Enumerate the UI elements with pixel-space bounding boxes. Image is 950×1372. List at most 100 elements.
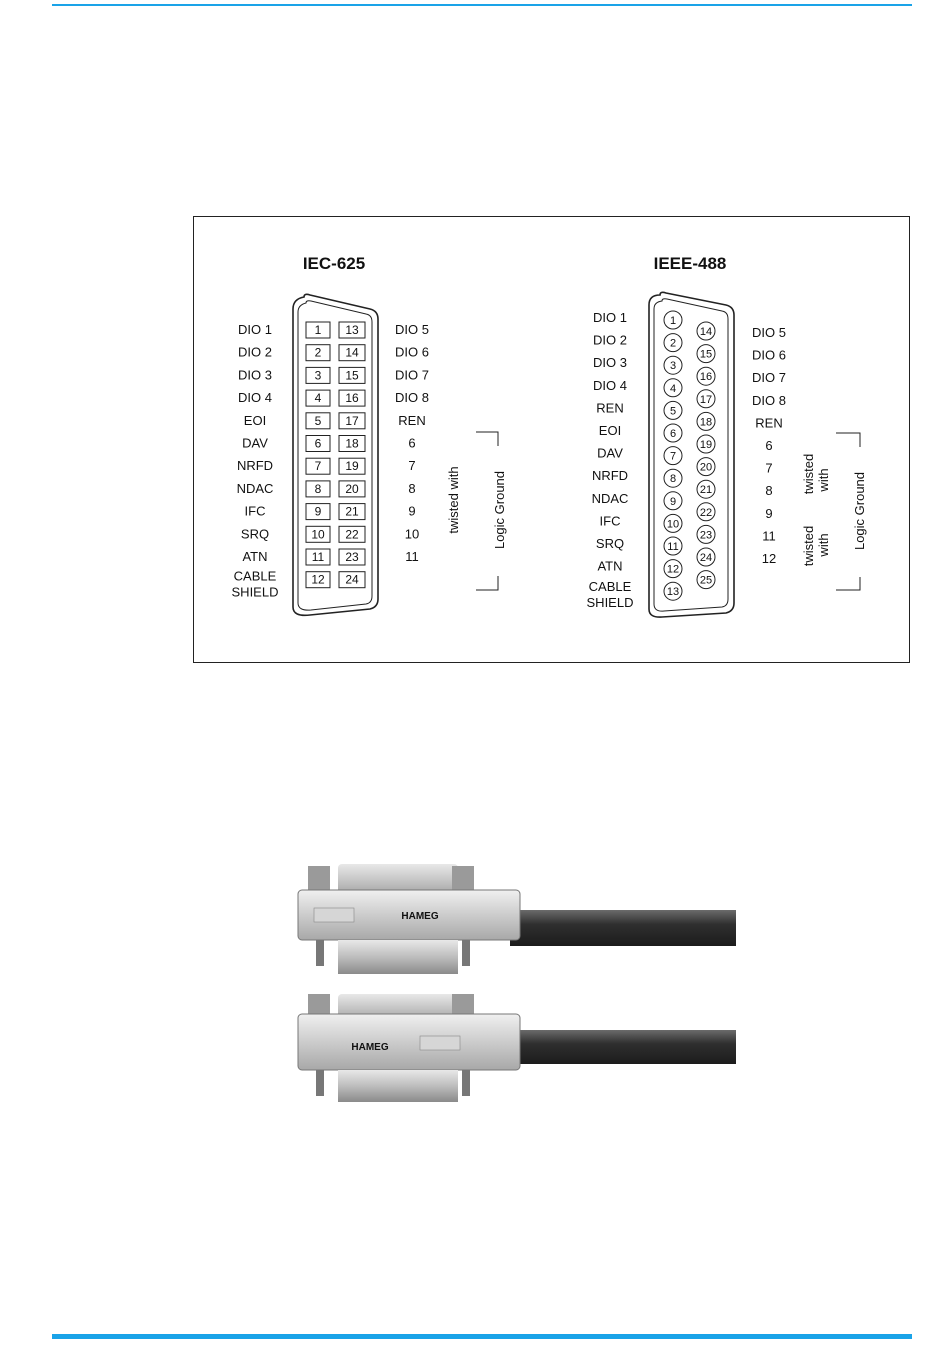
ieee-signal-label: 12 [762,551,776,566]
iec-pin-number: 11 [312,550,325,564]
iec-pin-number: 10 [311,527,325,541]
iec-signal-label: DIO 6 [395,345,429,360]
iec-pin-box [338,366,366,384]
iec-pin-number: 24 [345,573,359,587]
iec-signal-label: NRFD [237,458,273,473]
ieee-signal-label: IFC [600,513,621,528]
iec-pin-box [305,321,331,339]
ieee-pin-circle [696,457,716,477]
ieee-bracket-bottom [836,577,861,591]
ieee-pin-circle [696,366,716,386]
iec-625-shell [292,293,379,617]
iec-pin-box [305,344,331,362]
iec-pin-box [338,457,366,475]
iec-pin-number: 23 [345,550,359,564]
iec-signal-label: DAV [242,436,268,451]
ieee-pin-number: 14 [700,326,712,338]
bottom-rule [52,1334,912,1339]
iec-pin-box [305,435,331,452]
ieee-pin-circle [696,570,716,590]
ieee-pin-number: 24 [700,552,712,564]
iec-pin-number: 16 [345,391,359,405]
ieee-signal-label: 7 [765,461,772,476]
iec-signal-label: 11 [405,549,419,564]
ieee-pin-number: 7 [670,451,676,463]
ieee-488-shell [648,291,735,618]
iec-pin-box [338,548,366,566]
iec-pin-number: 19 [345,459,359,473]
ieee-pin-number: 8 [670,473,676,485]
iec-signal-label: IFC [245,504,266,519]
iec-signal-label: DIO 8 [395,390,429,405]
iec-pin-number: 9 [315,505,322,519]
iec-signal-label: DIO 3 [238,367,272,382]
ieee-logic-ground-label: Logic Ground [852,472,867,550]
cable-connector-bottom: HAMEG [297,994,736,1102]
ieee-pin-number: 25 [700,575,712,587]
ieee-pin-number: 20 [700,462,712,474]
iec-pin-box [305,389,331,407]
iec-pin-box [338,480,366,498]
ieee-pin-circle [663,355,683,375]
ieee-signal-label: ATN [597,559,622,574]
iec-signal-label: 10 [405,526,419,541]
ieee-twisted-label-1: twisted [801,454,816,494]
ieee-pin-number: 12 [667,564,679,576]
iec-signal-label: SRQ [241,526,269,541]
ieee-signal-label: 9 [765,506,772,521]
iec-pin-box [338,571,366,589]
iec-pin-box [338,435,366,452]
ieee-signal-label: DIO 8 [752,393,786,408]
ieee-pin-number: 1 [670,315,676,327]
iec-pin-box [338,344,366,362]
ieee-pin-circle [696,547,716,567]
ieee-signal-label: DIO 5 [752,325,786,340]
iec-pin-number: 15 [345,368,359,382]
ieee-twisted-label-2: twisted [801,526,816,566]
top-rule [52,4,912,6]
ieee-signal-label: CABLE [589,579,632,594]
ieee-pin-circle [696,389,716,409]
ieee-pin-number: 10 [667,518,679,530]
ieee-signal-label: DIO 2 [593,333,627,348]
iec-signal-label: DIO 2 [238,345,272,360]
iec-logic-ground-label: Logic Ground [492,471,507,549]
ieee-pin-circle [663,446,683,466]
ieee-signal-label: 6 [765,438,772,453]
ieee-pin-circle [663,468,683,488]
iec-signal-label: NDAC [237,481,274,496]
iec-pin-number: 4 [315,391,322,405]
ieee-signal-label: REN [755,415,782,430]
iec-signal-label: DIO 5 [395,322,429,337]
ieee-signal-label: SRQ [596,536,624,551]
iec-pin-box [305,503,331,521]
iec-pin-number: 1 [315,323,322,337]
ieee-signal-label: 8 [765,483,772,498]
ieee-signal-label: 11 [762,528,776,543]
iec-pin-box [305,366,331,384]
ieee-with-label-2: with [816,533,831,557]
ieee-pin-number: 19 [700,439,712,451]
ieee-signal-label: DIO 3 [593,355,627,370]
ieee-pin-circle [663,536,683,556]
ieee-pin-circle [663,513,683,533]
iec-pin-number: 3 [315,368,322,382]
iec-signal-label: REN [398,413,425,428]
iec-bracket-bottom [476,576,499,591]
cable-photo: HAMEG HAMEG [290,860,740,1110]
ieee-pin-circle [696,502,716,522]
ieee-pin-number: 15 [700,349,712,361]
ieee-488-shell-inner [653,298,729,612]
iec-signal-label: DIO 7 [395,367,429,382]
ieee-signal-label: EOI [599,423,621,438]
ieee-pin-number: 6 [670,428,676,440]
ieee-signal-label: DIO 6 [752,348,786,363]
iec-pin-number: 22 [345,527,359,541]
iec-pin-box [338,525,366,543]
ieee-pin-number: 17 [700,394,712,406]
iec-signal-label: DIO 4 [238,390,272,405]
ieee-signal-label: NRFD [592,468,628,483]
iec-pin-number: 2 [315,346,322,360]
iec-pin-number: 12 [311,573,325,587]
